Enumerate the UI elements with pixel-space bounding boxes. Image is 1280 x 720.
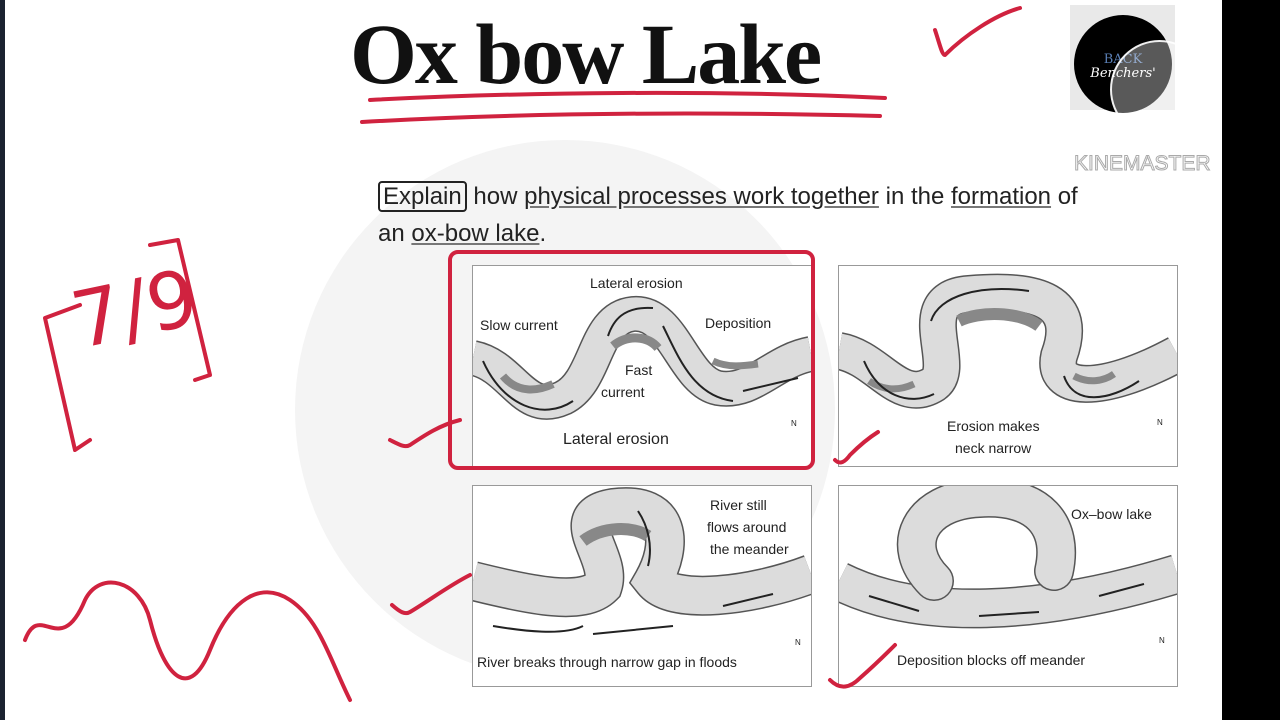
underlined-phrase: physical processes work together [524, 183, 879, 210]
text: an [378, 220, 412, 247]
label-oxbow-lake: Ox–bow lake [1071, 506, 1152, 522]
label-deposition: Deposition [705, 315, 772, 331]
diagram-panel-narrow-neck: Erosion makes neck narrow N [838, 265, 1178, 467]
right-bracket [148, 238, 212, 382]
text: of [1051, 183, 1078, 210]
check-mark-icon [833, 430, 880, 465]
north-arrow: N [1157, 418, 1163, 427]
left-frame-edge [0, 0, 5, 720]
highlight-box-panel-1 [448, 250, 815, 470]
slide-title: Ox bow Lake [350, 6, 822, 102]
label-erosion-makes: Erosion makes [947, 418, 1040, 434]
label-lateral-erosion-top: Lateral erosion [590, 275, 683, 291]
breakthrough-river-drawing [473, 487, 811, 635]
text: how [466, 183, 525, 210]
kinemaster-logo-icon [1110, 40, 1209, 139]
label-flows-around: flows around [707, 519, 787, 535]
label-lateral-erosion-bottom: Lateral erosion [563, 431, 669, 448]
text: . [539, 220, 547, 247]
label-deposition-blocks-off: Deposition blocks off meander [897, 652, 1086, 668]
text: in the [878, 183, 951, 210]
check-mark-icon [388, 418, 462, 449]
diagram-panel-meander: Lateral erosion Slow current Deposition … [472, 265, 812, 467]
underlined-phrase: formation [950, 183, 1052, 210]
right-frame-edge [1222, 0, 1280, 720]
explain-boxed-word: Explain [378, 181, 467, 212]
label-slow-current: Slow current [480, 317, 558, 333]
north-arrow: N [1159, 636, 1165, 645]
diagram-panel-oxbow-lake: Ox–bow lake Deposition blocks off meande… [838, 485, 1178, 687]
diagram-panel-breakthrough: River still flows around the meander Riv… [472, 485, 812, 687]
kinemaster-watermark: KINEMASTER [1074, 152, 1212, 176]
label-river-still: River still [710, 497, 767, 513]
label-current: current [601, 384, 645, 400]
narrow-neck-river-drawing [839, 273, 1177, 409]
title-underline-2 [360, 111, 882, 124]
label-neck-narrow: neck narrow [955, 440, 1032, 456]
underlined-phrase: ox-bow lake [411, 220, 540, 247]
check-mark-icon [828, 643, 897, 689]
north-arrow: N [791, 419, 797, 428]
title-underline-1 [368, 90, 887, 102]
label-fast: Fast [625, 362, 653, 378]
label-the-meander: the meander [710, 541, 789, 557]
question-text: Explain how physical processes work toge… [378, 178, 1228, 252]
meander-river-drawing [473, 296, 811, 420]
left-bracket [43, 303, 92, 452]
north-arrow: N [795, 638, 801, 647]
label-river-breaks-through: River breaks through narrow gap in flood… [477, 654, 737, 670]
check-mark-icon [390, 573, 472, 616]
check-mark-icon [933, 6, 1022, 57]
red-squiggle [23, 580, 352, 702]
oxbow-lake-drawing [839, 486, 1177, 629]
